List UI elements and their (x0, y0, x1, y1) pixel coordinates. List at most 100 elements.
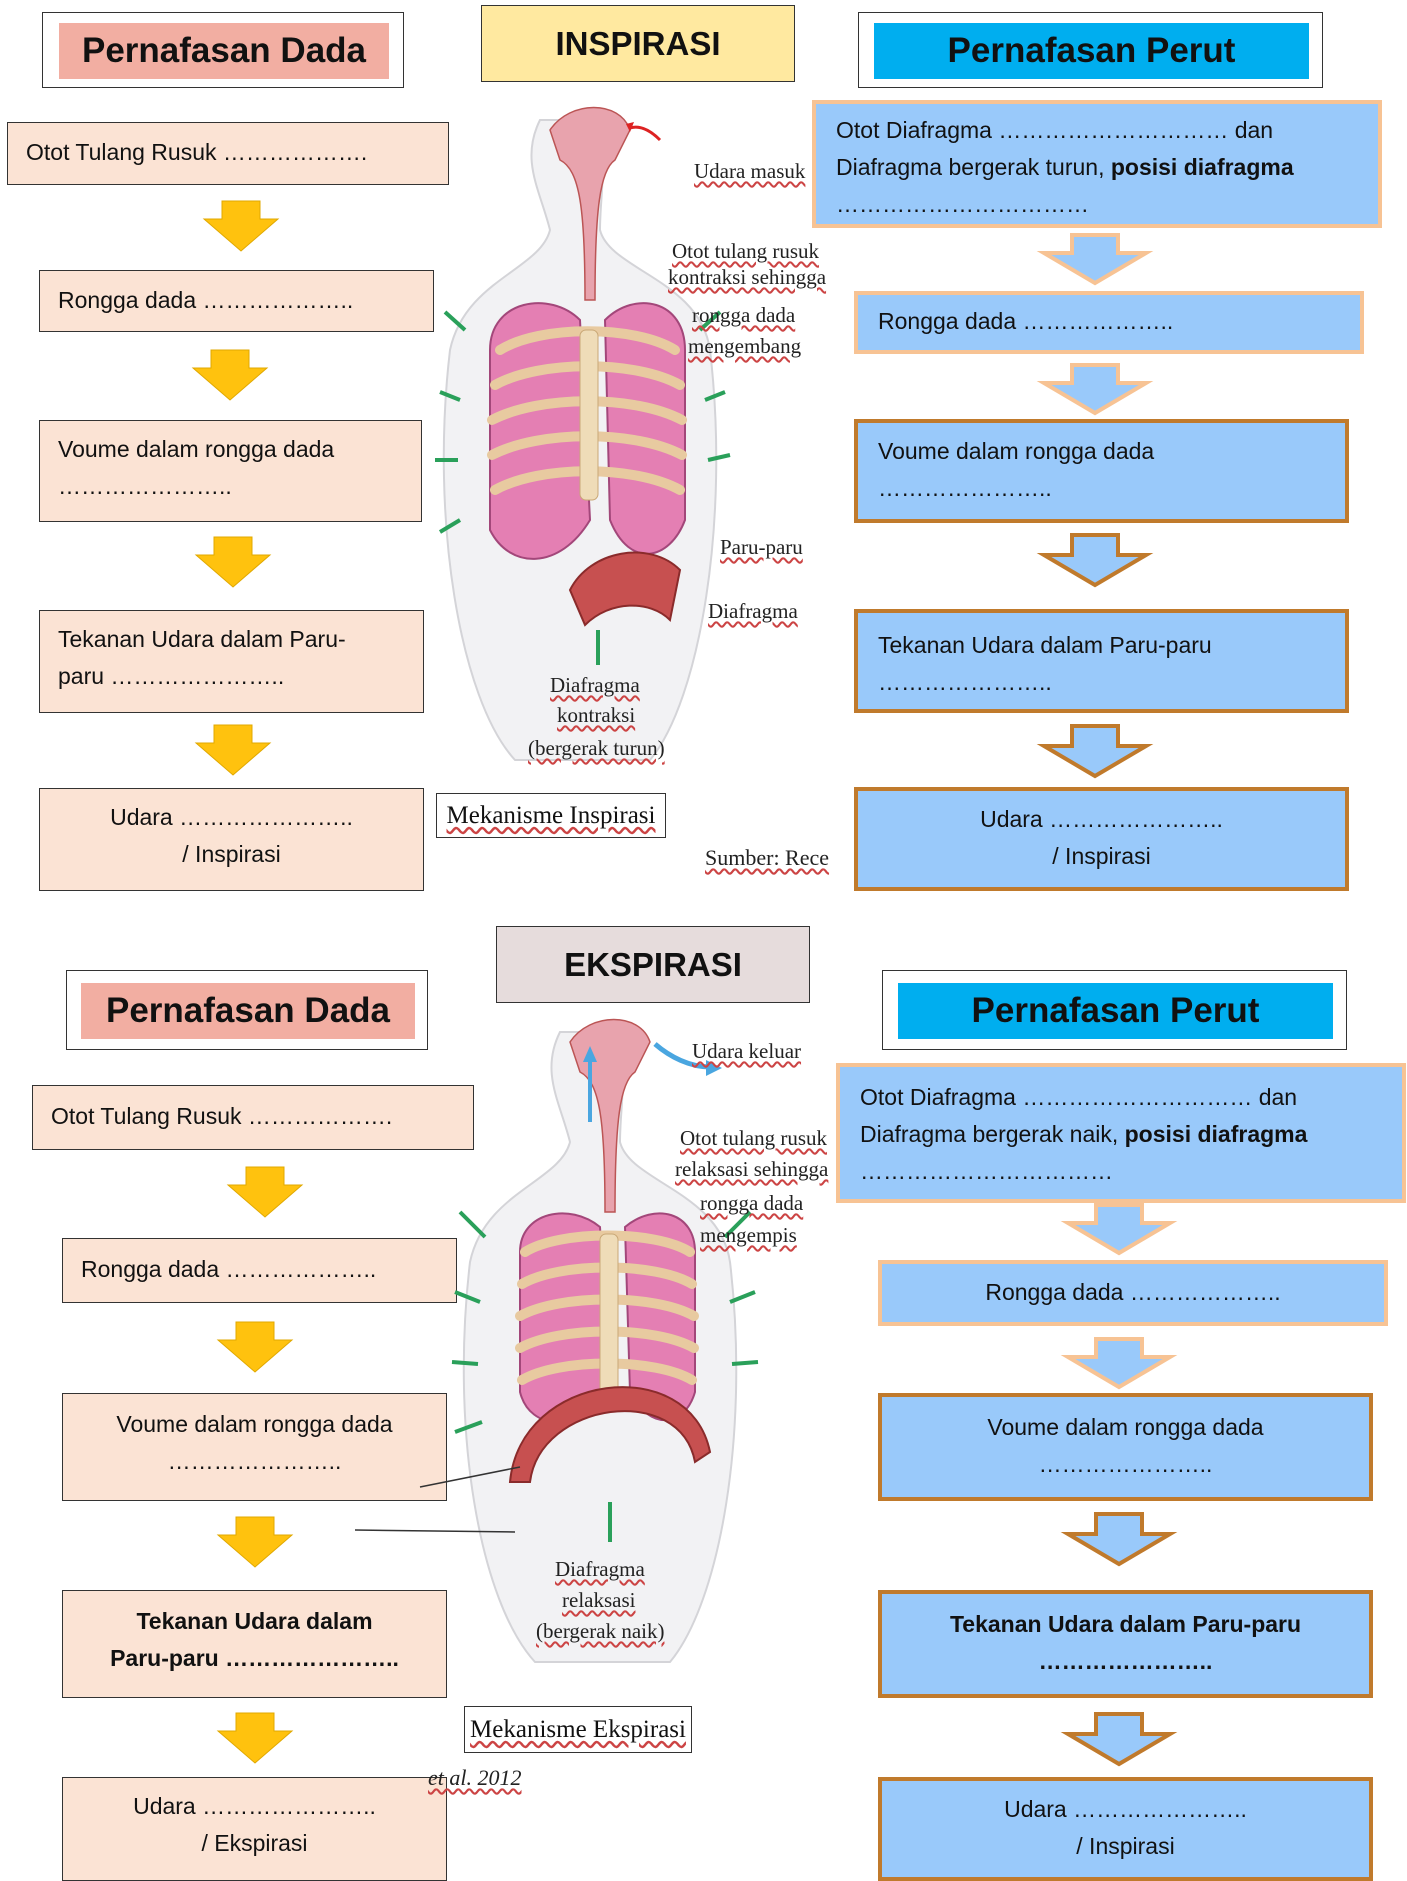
sternum (580, 330, 598, 500)
figure-label: relaksasi sehingga (675, 1156, 828, 1183)
ekspirasi-dada-step-4: Tekanan Udara dalam Paru-paru ………………….. (62, 1590, 447, 1698)
ekspirasi-title: EKSPIRASI (496, 926, 810, 1003)
step-blank: ………………….. (878, 664, 1325, 701)
step-text: Voume dalam rongga dada (902, 1409, 1349, 1446)
inspirasi-dada-title: Pernafasan Dada (59, 23, 389, 79)
yellow-arrow-down-icon (194, 537, 272, 589)
step-text-pre: Diafragma bergerak turun, (836, 154, 1111, 180)
figure-label: mengempis (700, 1222, 797, 1249)
step-blank: ………………….. (58, 468, 403, 505)
figure-source: et al. 2012 (428, 1765, 522, 1791)
step-blank: ………………….. (902, 1643, 1349, 1680)
figure-label: (bergerak turun) (528, 735, 665, 762)
ekspirasi-dada-title: Pernafasan Dada (81, 983, 415, 1039)
blue-arrow-down-icon (1064, 1203, 1174, 1257)
inspirasi-dada-step-1: Otot Tulang Rusuk ………………. (7, 122, 449, 185)
figure-label: Otot tulang rusuk (672, 238, 819, 265)
step-text: Diafragma bergerak naik, posisi diafragm… (860, 1116, 1382, 1153)
step-text: Udara ………………….. (878, 801, 1325, 838)
step-text: Voume dalam rongga dada (81, 1406, 428, 1443)
ekspirasi-perut-step-5: Udara ………………….. / Inspirasi (878, 1777, 1373, 1881)
ekspirasi-caption: Mekanisme Ekspirasi (464, 1706, 692, 1753)
step-blank: Paru-paru ………………….. (81, 1640, 428, 1677)
figure-label: Diafragma (550, 672, 640, 699)
step-text: Rongga dada ……………….. (58, 282, 415, 319)
step-text: / Inspirasi (878, 838, 1325, 875)
figure-label: mengembang (688, 333, 801, 360)
yellow-arrow-down-icon (191, 350, 269, 402)
step-text: Diafragma bergerak turun, posisi diafrag… (836, 149, 1358, 186)
step-text: Rongga dada ……………….. (878, 303, 1340, 340)
step-text: / Inspirasi (902, 1828, 1349, 1865)
figure-label: Otot tulang rusuk (680, 1125, 827, 1152)
figure-source: Sumber: Rece (705, 845, 829, 871)
ekspirasi-perut-step-3: Voume dalam rongga dada ………………….. (878, 1393, 1373, 1501)
blue-arrow-down-icon (1040, 363, 1150, 417)
step-text: Voume dalam rongga dada (58, 431, 403, 468)
ekspirasi-dada-step-2: Rongga dada ……………….. (62, 1238, 457, 1303)
yellow-arrow-down-icon (202, 201, 280, 253)
ekspirasi-perut-step-4: Tekanan Udara dalam Paru-paru ………………….. (878, 1590, 1373, 1698)
step-text: Otot Diafragma ………………………… dan (836, 112, 1358, 149)
blue-arrow-down-icon (1064, 1712, 1174, 1768)
ekspirasi-dada-step-1: Otot Tulang Rusuk ………………. (32, 1085, 474, 1150)
ekspirasi-perut-title: Pernafasan Perut (898, 983, 1333, 1039)
step-text: / Ekspirasi (81, 1825, 428, 1862)
inspirasi-perut-title: Pernafasan Perut (874, 23, 1309, 79)
step-text: Tekanan Udara dalam (81, 1603, 428, 1640)
step-text: Otot Tulang Rusuk ………………. (51, 1098, 455, 1135)
step-text: Otot Tulang Rusuk ………………. (26, 134, 430, 171)
step-text: / Inspirasi (58, 836, 405, 873)
ekspirasi-dada-step-3: Voume dalam rongga dada ………………….. (62, 1393, 447, 1501)
ekspirasi-perut-header-frame: Pernafasan Perut (882, 970, 1347, 1050)
yellow-arrow-down-icon (194, 725, 272, 777)
step-blank: …………………………… (836, 186, 1358, 223)
blue-arrow-down-icon (1064, 1512, 1174, 1568)
figure-label: Diafragma (555, 1556, 645, 1583)
figure-label: Diafragma (708, 598, 798, 625)
inspirasi-dada-step-3: Voume dalam rongga dada ………………….. (39, 420, 422, 522)
blue-arrow-down-icon (1040, 233, 1150, 287)
figure-label: Udara keluar (692, 1038, 801, 1065)
figure-label: relaksasi (562, 1587, 635, 1614)
step-blank: ………………….. (902, 1446, 1349, 1483)
step-text: Otot Diafragma ………………………… dan (860, 1079, 1382, 1116)
blue-arrow-down-icon (1040, 533, 1150, 589)
inspirasi-dada-header-frame: Pernafasan Dada (42, 12, 404, 88)
figure-label: rongga dada (700, 1190, 803, 1217)
inspirasi-dada-step-2: Rongga dada ……………….. (39, 270, 434, 332)
step-text: Tekanan Udara dalam Paru- (58, 621, 405, 658)
figure-label: Udara masuk (694, 158, 805, 185)
figure-label: (bergerak naik) (536, 1618, 664, 1645)
inspirasi-perut-step-5: Udara ………………….. / Inspirasi (854, 787, 1349, 891)
figure-label: kontraksi sehingga (668, 264, 826, 291)
step-text: Voume dalam rongga dada (878, 433, 1325, 470)
inspirasi-title: INSPIRASI (481, 5, 795, 82)
step-text: Rongga dada ……………….. (81, 1251, 438, 1288)
yellow-arrow-down-icon (216, 1713, 294, 1765)
step-blank: paru ………………….. (58, 658, 405, 695)
step-text: Tekanan Udara dalam Paru-paru (878, 627, 1325, 664)
step-text-bold: posisi diafragma (1111, 154, 1294, 180)
intake-arrow (630, 127, 660, 140)
step-blank: ………………….. (878, 470, 1325, 507)
figure-label: Paru-paru (720, 534, 803, 561)
step-text: Udara ………………….. (81, 1788, 428, 1825)
yellow-arrow-down-icon (216, 1322, 294, 1374)
step-text: Tekanan Udara dalam Paru-paru (902, 1606, 1349, 1643)
inspirasi-dada-step-4: Tekanan Udara dalam Paru- paru ………………….. (39, 610, 424, 713)
ekspirasi-dada-header-frame: Pernafasan Dada (66, 970, 428, 1050)
step-text-bold: posisi diafragma (1125, 1121, 1308, 1147)
step-blank: …………………………… (860, 1153, 1382, 1190)
inspirasi-perut-step-1: Otot Diafragma ………………………… dan Diafragma … (812, 100, 1382, 228)
sternum (600, 1234, 618, 1394)
inspirasi-dada-step-5: Udara ………………….. / Inspirasi (39, 788, 424, 891)
blue-arrow-down-icon (1040, 724, 1150, 780)
step-text: Rongga dada ……………….. (902, 1274, 1364, 1311)
yellow-arrow-down-icon (216, 1517, 294, 1569)
inspirasi-perut-step-3: Voume dalam rongga dada ………………….. (854, 419, 1349, 523)
yellow-arrow-down-icon (226, 1167, 304, 1219)
ekspirasi-dada-step-5: Udara ………………….. / Ekspirasi (62, 1777, 447, 1881)
step-text: Udara ………………….. (58, 799, 405, 836)
step-text-pre: Diafragma bergerak naik, (860, 1121, 1125, 1147)
